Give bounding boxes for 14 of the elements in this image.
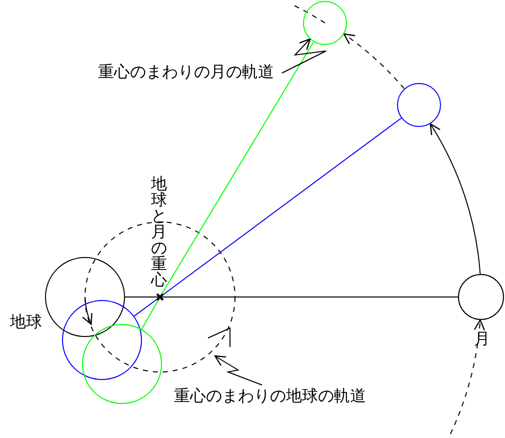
leader-line [282, 38, 326, 74]
orbit-label: 重心のまわりの月の軌道 [98, 63, 274, 81]
orbit-label: 重心のまわりの地球の軌道 [174, 387, 366, 405]
earth-circle [62, 300, 142, 380]
orbit-arrow [343, 33, 405, 90]
earth-label: 地球 [10, 313, 42, 331]
moon-circle [303, 1, 347, 45]
connector-line [124, 296, 160, 298]
orbit-arrow [430, 123, 481, 274]
moon-circle [397, 83, 441, 127]
orbit-arrow [82, 296, 93, 325]
earth-circle [82, 324, 162, 404]
connector-line [160, 296, 458, 298]
leader-line [214, 355, 262, 386]
